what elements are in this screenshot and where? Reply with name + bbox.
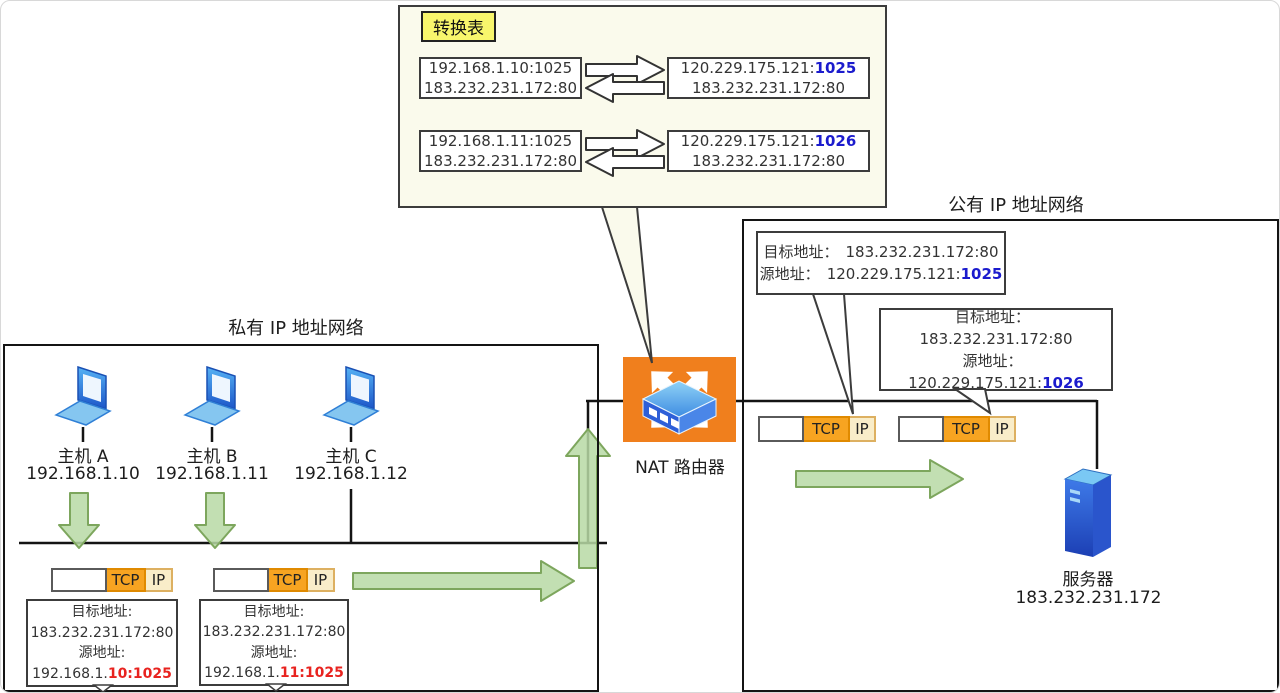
packet-data-segment: [213, 568, 269, 592]
packet-ip-segment: IP: [990, 416, 1016, 442]
src-address: 192.168.1.11:1025: [201, 663, 347, 684]
src-port-highlight: 1026: [1042, 373, 1084, 392]
packet-data-segment: [758, 416, 804, 442]
laptop-icon: [183, 365, 241, 426]
dest-label: 目标地址:: [243, 603, 305, 620]
packet-tcp-segment: TCP: [944, 416, 990, 442]
src-line: 源地址： 120.229.175.121:1026: [881, 350, 1111, 394]
host-a-ip: 192.168.1.10: [26, 464, 140, 484]
translated-packet-1-callout: 目标地址： 183.232.231.172:80 源地址： 120.229.175.…: [756, 231, 1006, 295]
nat-mapping-private-row1: 192.168.1.10:1025 183.232.231.172:80: [419, 57, 582, 99]
src-ip-prefix: 192.168.1.: [32, 665, 108, 682]
packet-data-segment: [898, 416, 944, 442]
mapping-ip-prefix: 120.229.175.121:: [680, 59, 815, 77]
private-flow-right-arrow-icon: [352, 560, 575, 602]
server-icon: [1063, 468, 1113, 557]
dest-label: 目标地址：: [763, 243, 839, 261]
src-line: 源地址： 120.229.175.121:1025: [758, 263, 1004, 285]
src-port-highlight: 10:1025: [107, 665, 172, 682]
nat-mapping-public-row2: 120.229.175.121:1026 183.232.231.172:80: [667, 130, 870, 172]
mapping-line: 183.232.231.172:80: [692, 79, 845, 97]
mapping-port-highlight: 1026: [814, 132, 857, 150]
mapping-line: 192.168.1.11:1025: [428, 132, 573, 150]
mapping-line: 120.229.175.121:1025: [669, 58, 868, 78]
packet-tcp-segment: TCP: [804, 416, 850, 442]
host-c-name: 主机 C: [325, 447, 377, 467]
mapping-line: 120.229.175.121:1026: [669, 131, 868, 151]
private-network-box: [3, 344, 599, 692]
nat-mapping-private-row2: 192.168.1.11:1025 183.232.231.172:80: [419, 130, 582, 172]
packet-public-1: TCP IP: [758, 416, 876, 442]
public-flow-right-arrow-icon: [795, 459, 964, 499]
translated-packet-2-callout: 目标地址： 183.232.231.172:80 源地址： 120.229.175.…: [879, 306, 1113, 394]
src-label: 源地址：: [759, 265, 820, 283]
mapping-line: 183.232.231.172:80: [692, 152, 845, 170]
src-label: 源地址：: [962, 351, 1023, 370]
host-a-name: 主机 A: [57, 447, 109, 467]
dest-address: 183.232.231.172:80: [919, 329, 1073, 348]
host-b-name: 主机 B: [186, 447, 238, 467]
host-b-down-arrow-icon: [194, 492, 236, 549]
src-label: 源地址:: [250, 644, 298, 661]
dest-address: 183.232.231.172:80: [202, 624, 346, 640]
network-lines: [19, 399, 1099, 545]
dest-address: 183.232.231.172:80: [30, 624, 174, 641]
dest-line: 目标地址： 183.232.231.172:80: [758, 241, 1004, 263]
host-a-down-arrow-icon: [58, 492, 100, 549]
public-network-box: [742, 219, 1279, 692]
nat-router-label: NAT 路由器: [635, 458, 725, 478]
packet-ip-segment: IP: [308, 568, 335, 592]
src-ip-prefix: 120.229.175.121:: [826, 265, 961, 283]
packet-ip-segment: IP: [146, 568, 173, 592]
host-b-ip: 192.168.1.11: [155, 464, 269, 484]
src-ip-prefix: 192.168.1.: [204, 665, 280, 681]
packet-host-b: TCP IP: [213, 568, 335, 592]
src-label: 源地址:: [78, 645, 126, 661]
src-address: 192.168.1.10:1025: [28, 664, 176, 685]
mapping-ip-prefix: 120.229.175.121:: [680, 132, 815, 150]
src-ip-prefix: 120.229.175.121:: [908, 373, 1043, 392]
host-c-ip: 192.168.1.12: [294, 464, 408, 484]
src-port-highlight: 1025: [960, 265, 1003, 283]
packet-tcp-segment: TCP: [107, 568, 146, 592]
translation-table-title: 转换表: [421, 11, 496, 42]
laptop-icon: [322, 365, 380, 426]
laptop-icon: [54, 365, 112, 426]
nat-mapping-public-row1: 120.229.175.121:1025 183.232.231.172:80: [667, 57, 870, 99]
mapping-line: 183.232.231.172:80: [424, 79, 577, 97]
packet-b-address-callout: 目标地址: 183.232.231.172:80 源地址: 192.168.1.…: [199, 599, 349, 686]
server-name: 服务器: [1062, 570, 1114, 590]
public-network-title: 公有 IP 地址网络: [948, 195, 1084, 216]
dest-line: 目标地址： 183.232.231.172:80: [881, 306, 1111, 350]
packet-tcp-segment: TCP: [269, 568, 308, 592]
nat-router-icon: [623, 357, 736, 442]
packet-public-2: TCP IP: [898, 416, 1016, 442]
mapping-port-highlight: 1025: [814, 59, 857, 77]
src-port-highlight: 11:1025: [279, 665, 344, 681]
server-ip: 183.232.231.172: [1015, 588, 1162, 608]
private-network-title: 私有 IP 地址网络: [228, 318, 364, 339]
dest-label: 目标地址:: [71, 604, 133, 620]
packet-host-a: TCP IP: [51, 568, 173, 592]
mapping-line: 192.168.1.10:1025: [428, 59, 573, 77]
mapping-line: 183.232.231.172:80: [424, 152, 577, 170]
flow-arrows: [58, 428, 964, 602]
dest-label: 目标地址：: [954, 307, 1030, 326]
dest-address: 183.232.231.172:80: [845, 243, 999, 261]
packet-a-address-callout: 目标地址: 183.232.231.172:80 源地址: 192.168.1.…: [26, 599, 178, 687]
packet-data-segment: [51, 568, 107, 592]
packet-ip-segment: IP: [850, 416, 876, 442]
